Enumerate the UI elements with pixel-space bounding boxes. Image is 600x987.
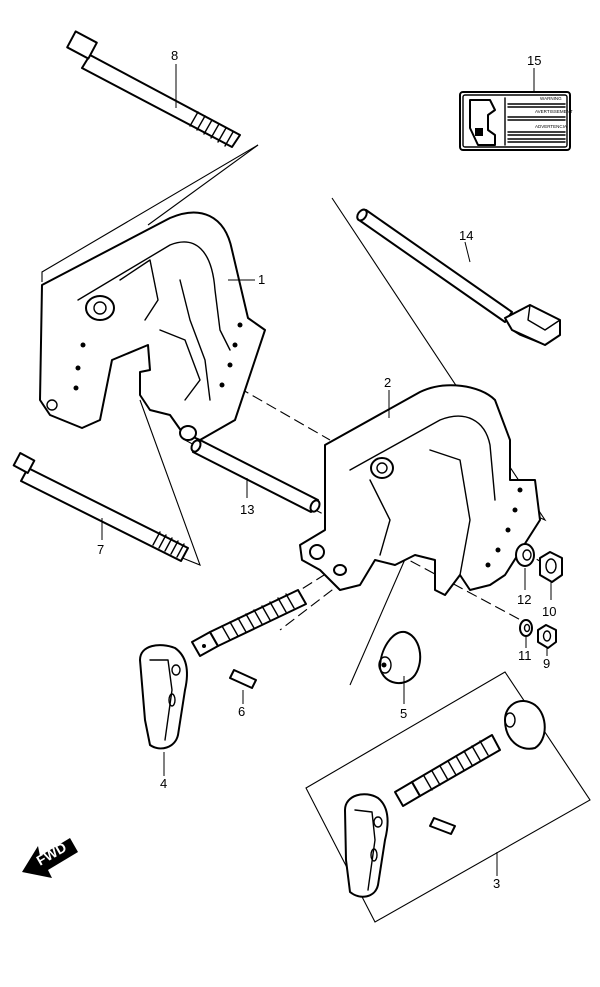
clamp-screw-kit-3 [305, 671, 591, 923]
clamp-screw [191, 589, 307, 657]
callout-11: 11 [518, 648, 532, 663]
callout-15: 15 [527, 53, 541, 68]
callout-13: 13 [240, 502, 254, 517]
bolt-8 [66, 30, 241, 148]
callout-1: 1 [258, 272, 265, 287]
bolt-7 [12, 452, 189, 562]
washer-11 [519, 619, 533, 637]
fwd-arrow-icon: FWD [22, 838, 78, 878]
callout-8: 8 [171, 48, 178, 63]
clamp-pad-5 [378, 630, 422, 684]
nut-9 [537, 624, 557, 649]
callout-12: 12 [517, 592, 531, 607]
callout-leaders [101, 64, 552, 876]
callout-7: 7 [97, 542, 104, 557]
callout-4: 4 [160, 776, 167, 791]
callout-3: 3 [493, 876, 500, 891]
callout-10: 10 [542, 604, 556, 619]
label-line-1: WARNING [540, 96, 562, 101]
callout-14: 14 [459, 228, 473, 243]
rod-13 [190, 439, 321, 513]
callout-numbers: 8 15 1 14 2 13 7 12 10 11 9 6 5 4 3 [97, 48, 556, 891]
label-decal-15: WARNING AVERTISSEMENT ADVERTENCIA [459, 91, 573, 151]
callout-2: 2 [384, 375, 391, 390]
clamp-bracket-2 [299, 384, 541, 596]
callout-5: 5 [400, 706, 407, 721]
callout-9: 9 [543, 656, 550, 671]
label-line-2: AVERTISSEMENT [535, 109, 573, 114]
nut-10 [539, 551, 563, 583]
clamp-handle-4 [139, 644, 188, 750]
clamp-bracket-1 [39, 211, 266, 441]
lead-14 [356, 208, 561, 346]
pin-6 [229, 669, 257, 689]
washer-12 [515, 543, 535, 567]
callout-6: 6 [238, 704, 245, 719]
label-line-3: ADVERTENCIA [535, 124, 567, 129]
